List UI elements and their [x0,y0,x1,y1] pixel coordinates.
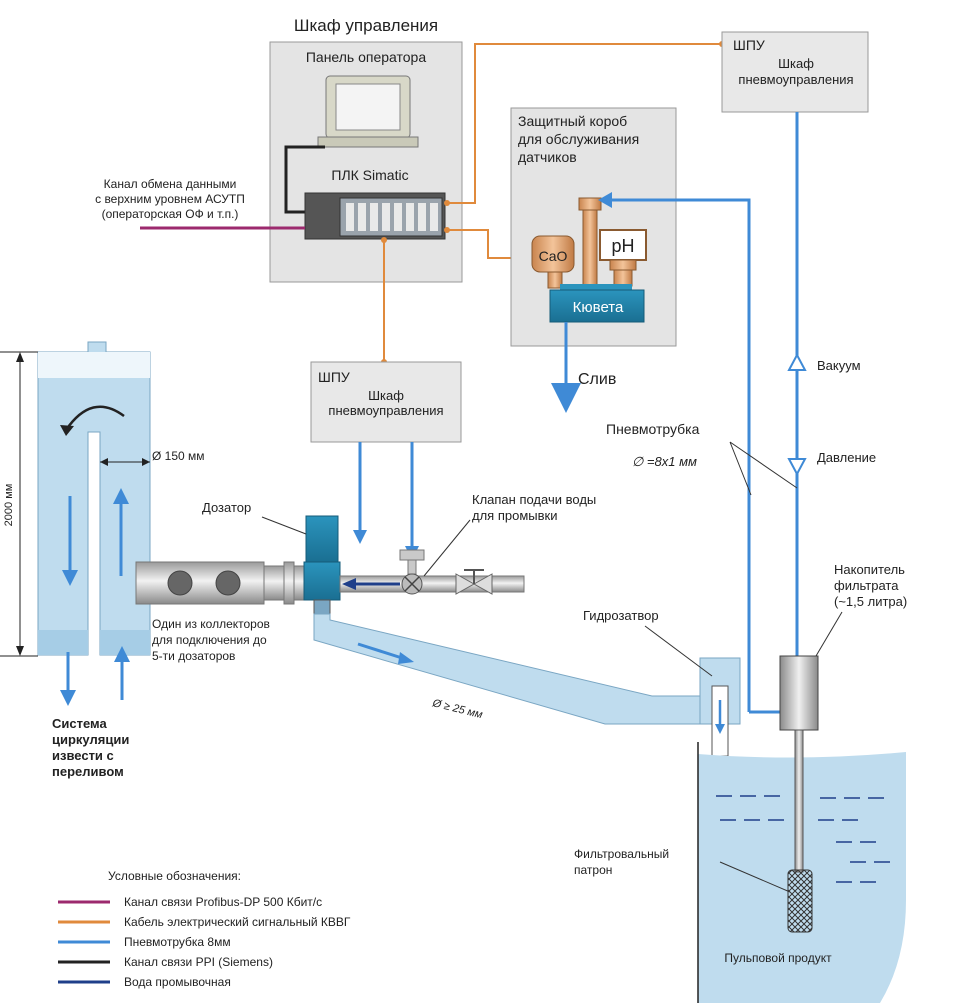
ph-sensor [599,229,647,287]
cao-sensor [531,235,575,289]
spu-mid-box [310,361,462,443]
plc-label: ПЛК Simatic [331,167,408,183]
water-seal [699,657,741,757]
signal-cables [383,43,722,362]
legend-item: Вода промывочная [58,975,231,989]
drain-pipe [313,613,741,725]
pneumotube-size: ∅ =8х1 мм [632,454,697,469]
protective-box-line3: датчиков [518,149,577,165]
collector-line3: 5-ти дозаторов [152,649,235,663]
legend-label-ppi: Канал связи PPI (Siemens) [124,955,273,969]
pressure-label: Давление [817,450,876,465]
vacuum-marker [787,352,807,371]
collector-pipe [135,561,307,605]
control-cabinet-title: Шкаф управления [294,16,438,35]
spu-mid-abbr: ШПУ [318,369,350,385]
accumulator-line3: (~1,5 литра) [834,594,907,609]
plc-device [304,192,446,240]
spu-top-abbr: ШПУ [733,37,765,53]
circulation-swirl-head [60,425,74,436]
vacuum-label: Вакуум [817,358,861,373]
data-channel-line1: Канал обмена данными [104,177,237,191]
height-label: 2000 мм [3,484,15,527]
accumulator-pointer [815,611,843,657]
legend-label-cable: Кабель электрический сигнальный КВВГ [124,915,351,929]
water-valve-line2: для промывки [472,508,557,523]
height-dimension [0,351,38,657]
probe-tube [578,197,602,287]
legend-item: Канал связи Profibus-DP 500 Кбит/с [58,895,322,909]
circulation-swirl [64,405,125,431]
doser [303,515,341,615]
pulp-label: Пульповой продукт [724,951,832,965]
protective-box-line2: для обслуживания [518,131,639,147]
spu-top-line1: Шкаф [778,56,814,71]
doser-label: Дозатор [202,500,251,515]
pressure-marker [787,458,807,477]
data-channel-line3: (операторская ОФ и т.п.) [102,207,239,221]
diameter-150-label: Ø 150 мм [152,449,205,463]
water-seal-label: Гидрозатвор [583,608,659,623]
doser-pointer [261,516,307,535]
ph-label: pH [611,236,634,256]
water-seal-pointer [644,625,713,677]
filter-cartridge-line1: Фильтровальный [574,847,669,861]
accumulator-line2: фильтрата [834,578,899,593]
circulation-tank [37,341,151,656]
accumulator-line1: Накопитель [834,562,905,577]
legend-item: Канал связи PPI (Siemens) [58,955,273,969]
monitor-icon [317,75,419,148]
legend-label-profibus: Канал связи Profibus-DP 500 Кбит/с [124,895,322,909]
collector-line1: Один из коллекторов [152,617,270,631]
drain-flow-arrow [357,642,403,660]
operator-panel-label: Панель оператора [306,49,426,65]
filtrate-accumulator [779,655,819,933]
legend-item: Кабель электрический сигнальный КВВГ [58,915,351,929]
legend-title: Условные обозначения: [108,869,241,883]
drain-flow-head [398,652,414,664]
spu-mid-line2: пневмоуправления [328,403,443,418]
collector-line2: для подключения до [152,633,267,647]
pulp-surface-dashes [716,795,890,883]
ppi-link [284,145,325,214]
water-valve-line1: Клапан подачи воды [472,492,596,507]
circulation-arrows [66,496,124,700]
drain-label: Слив [578,371,616,388]
spu-top-line2: пневмоуправления [738,72,853,87]
filter-cartridge-pointer [719,861,791,893]
circulation-line3: извести с [52,748,114,763]
filter-cartridge-line2: патрон [574,863,612,877]
circulation-arrowheads [60,488,130,706]
pneumotube-pointer [729,441,798,496]
data-channel-line2: с верхним уровнем АСУТП [95,192,245,206]
spu-top-box [721,31,869,113]
circulation-line1: Система [52,716,107,731]
water-valve-pointer [423,519,471,577]
circulation-line4: переливом [52,764,124,779]
spu-mid-line1: Шкаф [368,388,404,403]
circulation-line2: циркуляции [52,732,129,747]
cuvette [549,284,645,323]
pneumotubes [358,112,799,712]
legend-label-water: Вода промывочная [124,975,231,989]
cuvette-label: Кювета [573,299,624,316]
cao-label: CaO [539,248,568,264]
water-line [339,549,525,595]
legend-item: Пневмотрубка 8мм [58,935,231,949]
pipe-diameter-label: Ø ≥ 25 мм [430,697,484,721]
legend-label-pneumotube: Пневмотрубка 8мм [124,935,231,949]
protective-box-line1: Защитный короб [518,113,627,129]
pneumotube-label: Пневмотрубка [606,421,700,437]
